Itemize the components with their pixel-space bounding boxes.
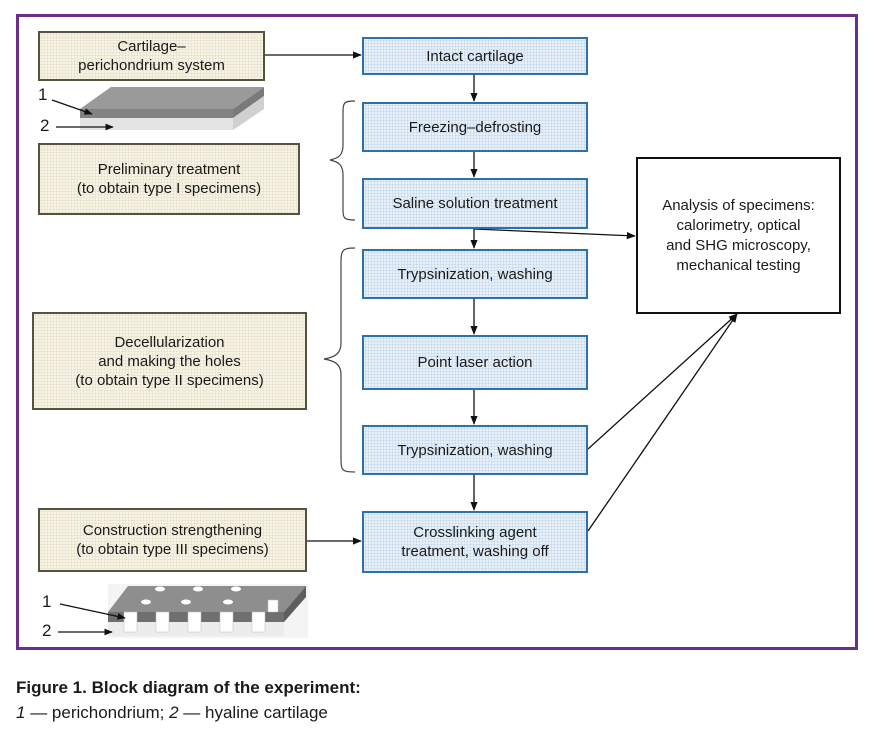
figure-frame	[16, 14, 858, 650]
analysis-line-1: Analysis of specimens:	[662, 197, 815, 214]
step-trypsinization-first: Trypsinization, washing	[362, 249, 588, 299]
strengthening-line-1: Construction strengthening	[82, 522, 263, 539]
analysis-line-3: and SHG microscopy,	[666, 237, 811, 254]
freezing-label: Freezing–defrosting	[408, 118, 542, 136]
box-analysis: Analysis of specimens: calorimetry, opti…	[636, 157, 841, 314]
point-laser-label: Point laser action	[417, 354, 533, 371]
bottom-label-1: 1	[42, 592, 52, 611]
arrow-crosslink-to-analysis	[587, 313, 738, 532]
specimen-illustration-plain	[80, 87, 264, 130]
step-intact-cartilage: Intact cartilage	[362, 37, 588, 75]
decellularization-line-3: (to obtain type II specimens)	[75, 371, 264, 389]
decellularization-line-2: and making the holes	[98, 352, 241, 370]
decellularization-line-1: Decellularization	[114, 333, 225, 351]
top-label-2: 2	[40, 116, 50, 135]
crosslinking-line-1: Crosslinking agent	[413, 524, 537, 541]
analysis-line-4: mechanical testing	[676, 257, 801, 274]
box-decellularization: Decellularization and making the holes (…	[32, 312, 307, 410]
preliminary-line-2: (to obtain type I specimens)	[76, 180, 262, 197]
figure-caption-title: Figure 1. Block diagram of the experimen…	[16, 678, 361, 697]
pointer-bottom-label-1	[59, 603, 126, 620]
brace-type-one	[329, 100, 356, 221]
box-preliminary-treatment: Preliminary treatment (to obtain type I …	[38, 143, 300, 215]
cartilage-system-label: Cartilage–perichondrium system	[78, 38, 225, 74]
step-freezing-defrosting: Freezing–defrosting	[362, 102, 588, 152]
preliminary-line-1: Preliminary treatment	[97, 161, 241, 178]
saline-label: Saline solution treatment	[392, 195, 558, 212]
legend-number-2: 2	[169, 703, 179, 722]
intact-cartilage-label: Intact cartilage	[426, 47, 524, 65]
legend-text-1: — perichondrium;	[25, 703, 170, 722]
crosslinking-line-2: treatment, washing off	[401, 543, 549, 560]
analysis-line-2: calorimetry, optical	[676, 217, 801, 234]
specimen-illustration-holes	[108, 584, 308, 638]
box-cartilage-system: Cartilage–perichondrium system	[38, 31, 265, 81]
arrow-saline-to-analysis	[473, 228, 636, 240]
top-label-1: 1	[38, 85, 48, 104]
step-saline-treatment: Saline solution treatment	[362, 178, 588, 229]
box-construction-strengthening: Construction strengthening (to obtain ty…	[38, 508, 307, 572]
legend-text-2: — hyaline cartilage	[178, 703, 328, 722]
brace-type-two	[323, 247, 356, 473]
figure-caption-legend: 1 — perichondrium; 2 — hyaline cartilage	[16, 703, 328, 723]
pointer-top-label-1	[51, 99, 93, 115]
legend-number-1: 1	[16, 703, 26, 722]
strengthening-line-2: (to obtain type III specimens)	[76, 541, 269, 558]
trypsinization-first-label: Trypsinization, washing	[397, 265, 553, 283]
trypsinization-second-label: Trypsinization, washing	[397, 441, 553, 459]
arrow-trypsin2-to-analysis	[587, 313, 738, 450]
step-trypsinization-second: Trypsinization, washing	[362, 425, 588, 475]
step-point-laser: Point laser action	[362, 335, 588, 390]
bottom-label-2: 2	[42, 621, 52, 640]
step-crosslinking: Crosslinking agent treatment, washing of…	[362, 511, 588, 573]
